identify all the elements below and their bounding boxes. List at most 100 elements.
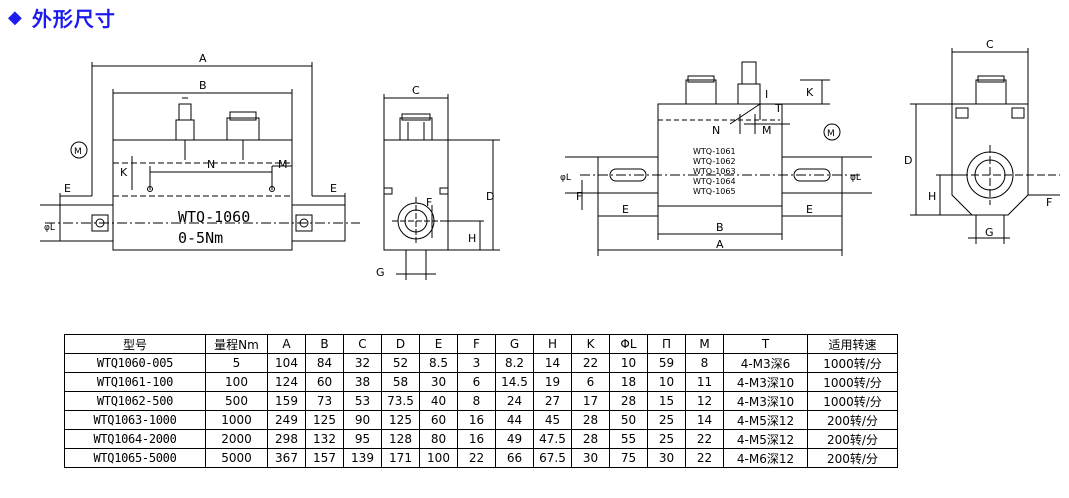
table-cell: 30 [419,372,458,392]
table-cell: 32 [343,353,382,373]
table-cell: 5 [205,353,268,373]
table-cell: 15 [647,391,686,411]
section-title: 外形尺寸 [31,6,116,31]
dim-label-d: D [486,190,494,203]
table-cell: 28 [571,410,610,430]
table-cell: 50 [609,410,648,430]
table-cell: 500 [205,391,268,411]
table-cell: 28 [571,429,610,449]
dim-label-phi-right: φL [850,173,861,183]
table-cell: 100 [419,448,458,468]
drawing-view-3 [565,61,872,256]
dim-label-g: G [985,226,994,239]
table-cell: 298 [267,429,306,449]
table-cell: 4-M5深12 [723,429,808,449]
model-engraving: WTQ-1060 [178,208,250,226]
table-cell: 27 [533,391,572,411]
table-cell: 1000转/分 [807,353,898,373]
column-header: F [457,334,496,354]
dim-label-m: M [278,158,288,171]
table-cell: 12 [685,391,724,411]
dim-label-n: N [712,124,720,137]
table-cell: 8.5 [419,353,458,373]
table-cell: 8 [685,353,724,373]
table-cell: 90 [343,410,382,430]
dimension-drawings: A B E E K N M M φL WTQ-1060 0-5Nm C D F … [40,38,1060,280]
dim-label-c: C [412,84,420,97]
table-cell: 139 [343,448,382,468]
range-engraving: 0-5Nm [178,229,223,247]
table-cell: 2000 [205,429,268,449]
table-cell: 28 [609,391,648,411]
table-cell: 367 [267,448,306,468]
column-header: G [495,334,534,354]
column-header: K [571,334,610,354]
drawing-view-4 [910,48,1060,244]
table-cell: 1000转/分 [807,372,898,392]
table-cell: 38 [343,372,382,392]
table-cell: 4-M6深12 [723,448,808,468]
dim-label-n: N [207,158,215,171]
column-header: H [533,334,572,354]
column-header: A [267,334,306,354]
model-cell: WTQ1064-2000 [64,429,206,449]
column-header: D [381,334,420,354]
table-cell: 55 [609,429,648,449]
dim-label-e-right: E [330,182,337,195]
drawing-view-1 [40,62,360,251]
column-header: ΦL [609,334,648,354]
dim-label-i: I [765,88,768,101]
table-cell: 95 [343,429,382,449]
section-heading: ◆ 外形尺寸 [8,2,116,32]
dim-label-phi: φL [44,223,55,233]
table-cell: 22 [457,448,496,468]
dim-label-g: G [376,266,385,279]
table-cell: 25 [647,410,686,430]
diamond-bullet-icon: ◆ [8,6,22,28]
table-cell: 100 [205,372,268,392]
dim-label-h: H [468,232,476,245]
table-cell: 53 [343,391,382,411]
table-cell: 14.5 [495,372,534,392]
dim-label-a: A [199,52,207,65]
dim-label-m: M [762,124,772,137]
model-line: WTQ-1064 [693,177,736,186]
table-cell: 8.2 [495,353,534,373]
table-cell: 1000 [205,410,268,430]
table-cell: 80 [419,429,458,449]
table-cell: 67.5 [533,448,572,468]
dim-label-phi-left: φL [560,173,571,183]
table-cell: 40 [419,391,458,411]
table-cell: 59 [647,353,686,373]
table-cell: 171 [381,448,420,468]
dim-label-k: K [806,86,814,99]
table-cell: 249 [267,410,306,430]
dim-label-h: H [928,190,936,203]
table-cell: 84 [305,353,344,373]
model-line: WTQ-1063 [693,167,736,176]
table-cell: 104 [267,353,306,373]
table-cell: 49 [495,429,534,449]
table-cell: 45 [533,410,572,430]
table-cell: 60 [305,372,344,392]
table-cell: 132 [305,429,344,449]
table-cell: 6 [457,372,496,392]
model-line: WTQ-1061 [693,147,736,156]
table-cell: 44 [495,410,534,430]
column-header: 型号 [64,334,206,354]
table-cell: 75 [609,448,648,468]
table-cell: 14 [533,353,572,373]
table-cell: 4-M3深6 [723,353,808,373]
table-cell: 16 [457,410,496,430]
dim-label-k: K [120,166,128,179]
model-cell: WTQ1061-100 [64,372,206,392]
table-cell: 73 [305,391,344,411]
table-cell: 200转/分 [807,429,898,449]
dim-label-c: C [986,38,994,51]
